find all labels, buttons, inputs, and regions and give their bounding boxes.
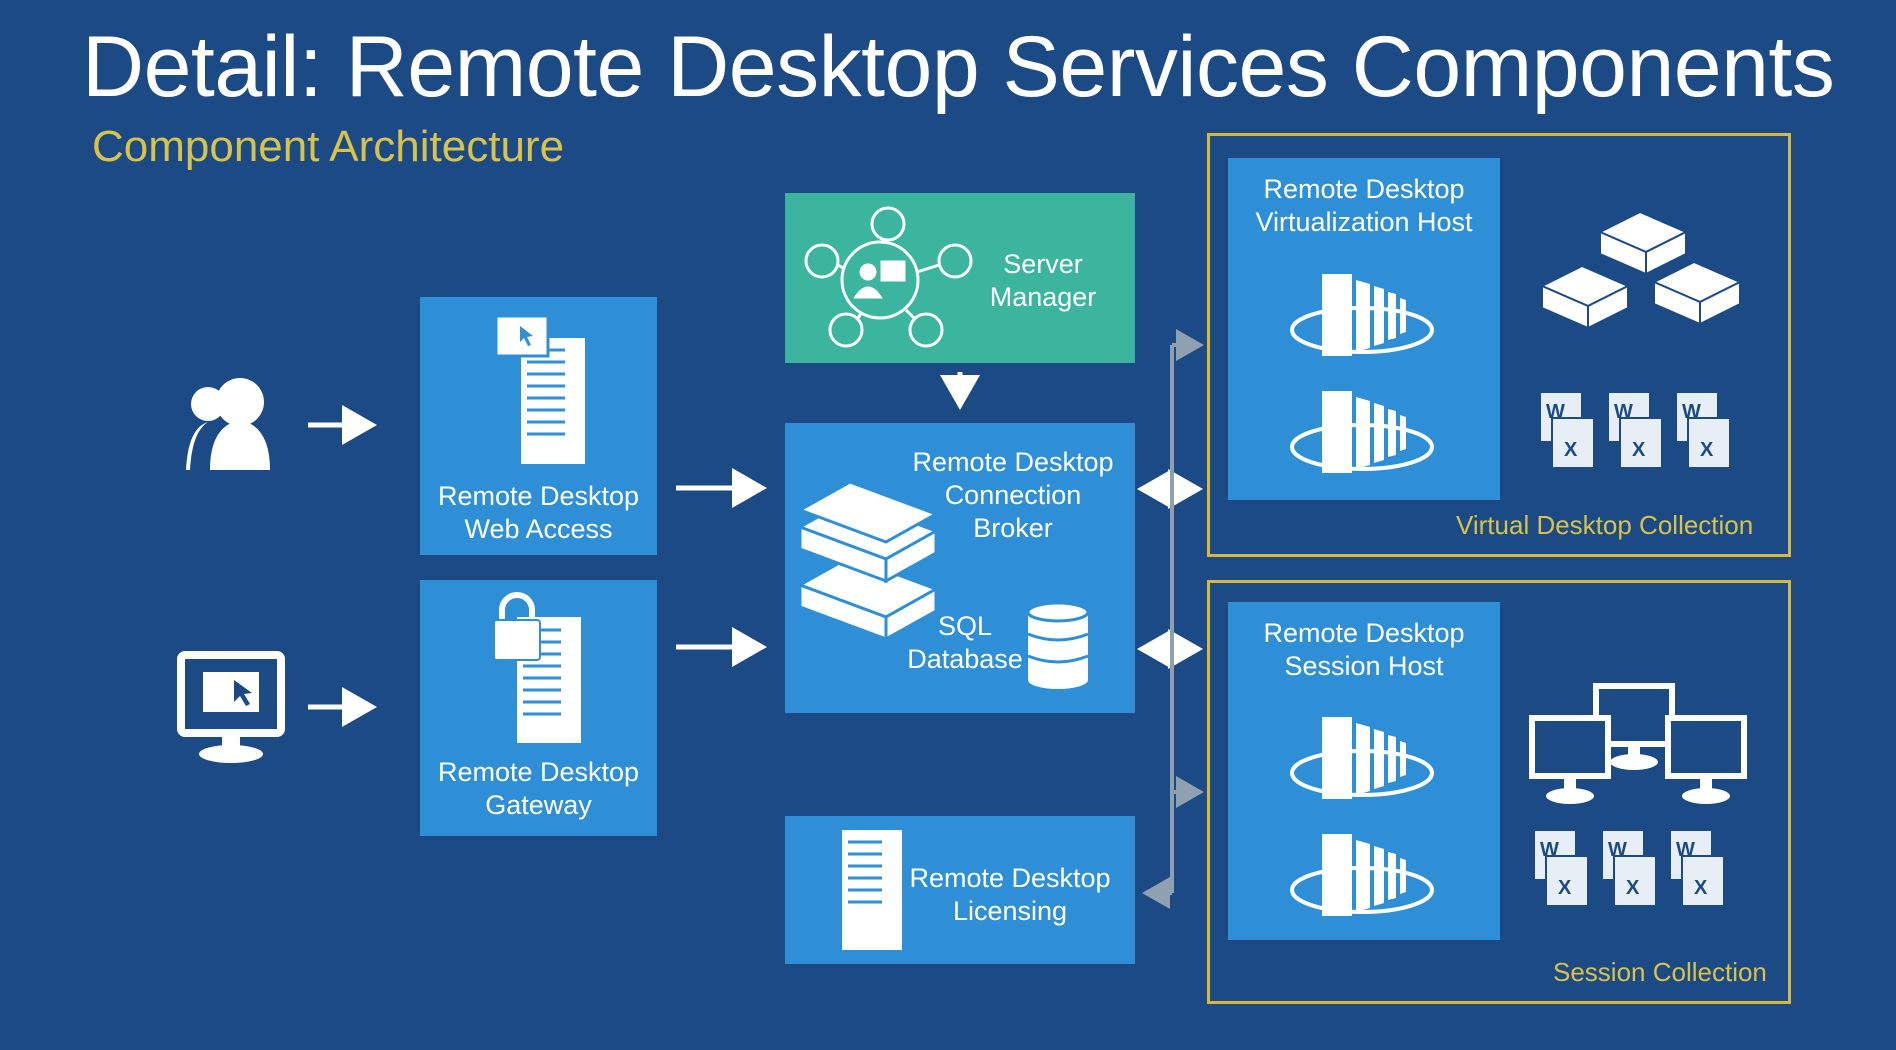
tower-server-icon xyxy=(842,830,902,950)
monitor-icon xyxy=(177,651,285,763)
host-server-icon xyxy=(1290,834,1434,916)
server-with-lock-icon xyxy=(493,592,581,743)
server-manager-hub-icon xyxy=(804,206,973,348)
svg-text:W: W xyxy=(1546,401,1565,423)
virtual-desktop-collection-label: Virtual Desktop Collection xyxy=(1456,510,1754,540)
virtual-machines-icon xyxy=(1539,210,1743,330)
virtual-desktop-collection-group xyxy=(1207,133,1791,557)
host-server-icon xyxy=(1290,717,1434,799)
server-with-window-icon xyxy=(494,314,585,464)
svg-text:X: X xyxy=(1626,877,1640,899)
page-title: Detail: Remote Desktop Services Componen… xyxy=(82,19,1835,115)
svg-text:X: X xyxy=(1564,439,1578,461)
svg-text:W: W xyxy=(1540,839,1559,861)
session-collection-label: Session Collection xyxy=(1553,957,1767,987)
svg-text:X: X xyxy=(1700,439,1714,461)
monitors-icon xyxy=(1529,683,1747,804)
svg-text:W: W xyxy=(1614,401,1633,423)
session-collection-group xyxy=(1207,580,1791,1004)
svg-text:X: X xyxy=(1558,877,1572,899)
svg-text:W: W xyxy=(1676,839,1695,861)
svg-text:W: W xyxy=(1682,401,1701,423)
host-server-icon xyxy=(1290,274,1434,356)
page-subtitle: Component Architecture xyxy=(92,122,565,171)
svg-text:X: X xyxy=(1694,877,1708,899)
broker-distribution-bus xyxy=(1142,329,1204,909)
database-icon xyxy=(1026,601,1090,689)
svg-text:W: W xyxy=(1608,839,1627,861)
host-server-icon xyxy=(1290,391,1434,473)
svg-text:X: X xyxy=(1632,439,1646,461)
office-documents-icon: WX WX WX xyxy=(1539,391,1731,469)
users-icon xyxy=(186,378,270,470)
office-documents-icon: WX WX WX xyxy=(1533,829,1725,907)
stacked-servers-icon xyxy=(796,480,940,642)
